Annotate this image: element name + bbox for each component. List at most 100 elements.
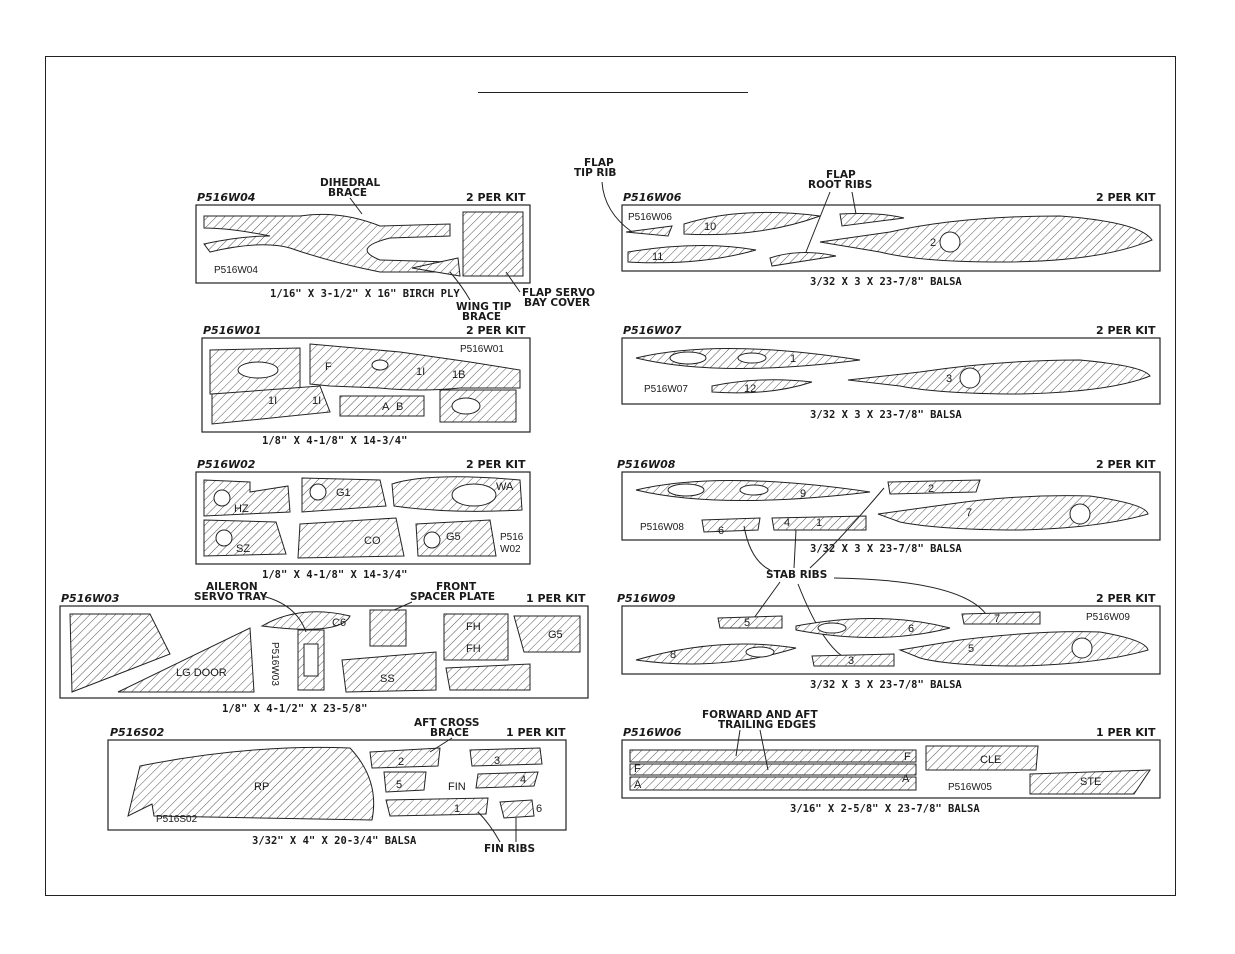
callout-fin-ribs: FIN RIBS: [477, 811, 535, 855]
svg-text:G1: G1: [336, 487, 351, 499]
svg-text:WING TIP: WING TIP: [456, 301, 512, 313]
title-underline: [478, 92, 748, 93]
svg-text:BAY COVER: BAY COVER: [524, 297, 590, 309]
svg-text:1B: 1B: [452, 369, 465, 381]
svg-text:A: A: [902, 773, 910, 785]
svg-text:FRONT: FRONT: [436, 581, 477, 593]
sheet-code: P516W07: [623, 324, 682, 337]
per-kit: 2 PER KIT: [466, 324, 526, 337]
sheet-code: P516W09: [617, 592, 676, 605]
svg-text:A: A: [382, 401, 390, 413]
svg-text:SERVO TRAY: SERVO TRAY: [194, 591, 268, 603]
sheet-stamp: P516W05: [948, 782, 992, 793]
per-kit: 2 PER KIT: [1096, 592, 1156, 605]
svg-text:AILERON: AILERON: [206, 581, 258, 593]
svg-text:FH: FH: [466, 621, 481, 633]
per-kit: 2 PER KIT: [466, 191, 526, 204]
sheet-size: 1/8" X 4-1/8" X 14-3/4": [262, 435, 407, 447]
sheet-code: P516W06: [623, 726, 682, 739]
callout-dihedral-brace: DIHEDRAL BRACE: [320, 177, 381, 215]
per-kit: 1 PER KIT: [1096, 726, 1156, 739]
sheet-p516w09: P516W09 2 PER KIT 5 6 8 3 5 7 P516W09 3/…: [617, 592, 1161, 691]
svg-text:G5: G5: [446, 531, 461, 543]
sheet-code: P516W03: [61, 592, 120, 605]
svg-text:SPACER PLATE: SPACER PLATE: [410, 591, 495, 603]
svg-text:4: 4: [784, 517, 790, 529]
sheet-size: 3/32" X 4" X 20-3/4" BALSA: [252, 835, 417, 847]
wing-tip-brace-part: [411, 257, 461, 277]
svg-text:AFT CROSS: AFT CROSS: [414, 717, 480, 729]
svg-text:1I: 1I: [312, 395, 321, 407]
per-kit: 2 PER KIT: [1096, 191, 1156, 204]
svg-text:3: 3: [494, 755, 500, 767]
sheet-p516w01: P516W01 2 PER KIT F 1B 1I 1I 1I A B P516…: [201, 324, 531, 447]
callout-flap-root-ribs: FLAP ROOT RIBS: [805, 169, 872, 253]
sheet-size: 3/32 X 3 X 23-7/8" BALSA: [810, 409, 962, 421]
sheet-p516w04: P516W04 2 PER KIT P516W04 1/16" X 3-1/2"…: [195, 191, 531, 300]
sheet-stamp: P516W07: [644, 384, 688, 395]
callout-flap-tip-rib: FLAP TIP RIB: [574, 157, 633, 233]
sheet-stamp: P516: [500, 532, 524, 543]
svg-text:TIP RIB: TIP RIB: [574, 167, 616, 179]
svg-text:7: 7: [966, 507, 972, 519]
per-kit: 2 PER KIT: [466, 458, 526, 471]
svg-text:C6: C6: [332, 617, 346, 629]
svg-text:FH: FH: [466, 643, 481, 655]
svg-text:3: 3: [848, 655, 854, 667]
drawing-frame: [45, 56, 1176, 896]
callout-stab-ribs: STAB RIBS: [743, 487, 987, 657]
svg-text:8: 8: [670, 649, 676, 661]
sheet-size: 1/8" X 4-1/2" X 23-5/8": [222, 703, 367, 715]
svg-text:LG DOOR: LG DOOR: [176, 667, 227, 679]
svg-text:FLAP SERVO: FLAP SERVO: [522, 287, 595, 299]
callout-aileron-servo-tray: AILERON SERVO TRAY: [194, 581, 307, 633]
sheet-size: 3/32 X 3 X 23-7/8" BALSA: [810, 543, 962, 555]
sheet-code: P516W02: [197, 458, 256, 471]
sheet-p516w02: P516W02 2 PER KIT HZ G1 WA SZ CO G5 P516…: [195, 458, 531, 581]
sheet-code: P516S02: [110, 726, 165, 739]
svg-text:CLE: CLE: [980, 754, 1001, 766]
svg-text:F: F: [325, 361, 332, 373]
svg-text:BRACE: BRACE: [430, 727, 469, 739]
sheet-p516s02: P516S02 1 PER KIT RP FIN 2 3 5 4 1 6 P51…: [107, 726, 567, 847]
per-kit: 1 PER KIT: [526, 592, 586, 605]
per-kit: 2 PER KIT: [1096, 324, 1156, 337]
svg-text:FLAP: FLAP: [826, 169, 856, 181]
sheet-size: 3/16" X 2-5/8" X 23-7/8" BALSA: [790, 803, 980, 815]
sheet-size: 1/8" X 4-1/8" X 14-3/4": [262, 569, 407, 581]
sheet-size: 3/32 X 3 X 23-7/8" BALSA: [810, 679, 962, 691]
sheet-code: P516W04: [197, 191, 255, 204]
svg-text:11: 11: [652, 251, 663, 263]
svg-text:9: 9: [800, 488, 806, 500]
sheet-p516w03: P516W03 1 PER KIT LG DOOR SS FH FH G5 C6…: [59, 592, 589, 715]
svg-text:DIHEDRAL: DIHEDRAL: [320, 177, 381, 189]
svg-text:F: F: [634, 763, 641, 775]
sheet-stamp: P516W01: [460, 344, 504, 355]
svg-text:1: 1: [790, 353, 796, 365]
svg-text:STAB RIBS: STAB RIBS: [766, 569, 827, 581]
svg-text:1I: 1I: [416, 366, 425, 378]
svg-text:FIN: FIN: [448, 781, 466, 793]
svg-text:BRACE: BRACE: [328, 187, 367, 199]
svg-text:FIN RIBS: FIN RIBS: [484, 843, 535, 855]
callout-flap-servo-bay-cover: FLAP SERVO BAY COVER: [505, 271, 595, 309]
sheet-p516w06-top: P516W06 2 PER KIT 10 11 2 P516W06 3/32 X…: [621, 191, 1161, 288]
sheet-stamp: P516W08: [640, 522, 684, 533]
svg-text:4: 4: [520, 774, 526, 786]
sheet-stamp: P516W09: [1086, 612, 1130, 623]
svg-text:5: 5: [396, 779, 402, 791]
sheet-size: 3/32 X 3 X 23-7/8" BALSA: [810, 276, 962, 288]
sheet-stamp: P516W03: [269, 642, 280, 686]
svg-text:7: 7: [994, 613, 1000, 625]
sheet-stamp: P516W04: [214, 265, 258, 276]
svg-text:10: 10: [704, 221, 716, 233]
sheet-code: P516W06: [623, 191, 682, 204]
svg-text:3: 3: [946, 373, 952, 385]
svg-text:RP: RP: [254, 781, 269, 793]
svg-text:6: 6: [908, 623, 914, 635]
callout-forward-aft-trailing-edges: FORWARD AND AFT TRAILING EDGES: [702, 709, 818, 771]
callout-aft-cross-brace: AFT CROSS BRACE: [414, 717, 480, 753]
sheet-stamp: W02: [500, 544, 521, 555]
svg-text:STE: STE: [1080, 776, 1101, 788]
